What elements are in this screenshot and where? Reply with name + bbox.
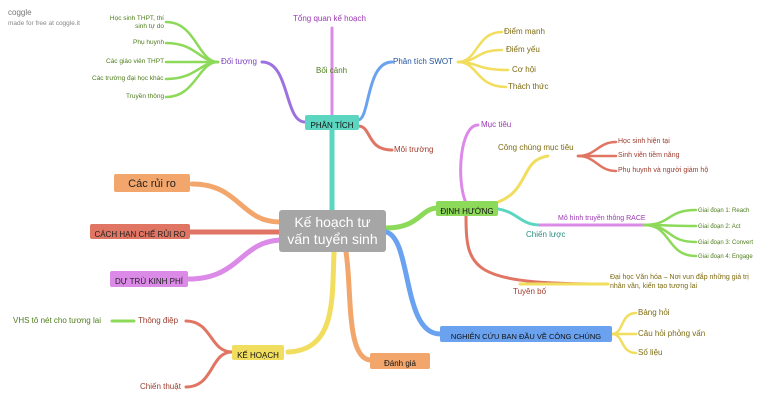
link-central-danhgia — [343, 249, 373, 363]
link-dinhhuong-chienluoc — [496, 207, 542, 227]
node-han-che-label: CÁCH HẠN CHẾ RỦI RO — [94, 230, 186, 239]
node-muc-tieu[interactable]: Mục tiêu — [481, 120, 512, 129]
nghien-cuu-item[interactable]: Bảng hỏi — [638, 308, 670, 317]
cong-chung-item[interactable]: Học sinh hiện tại — [618, 138, 670, 145]
node-chien-thuat[interactable]: Chiến thuật — [140, 382, 181, 391]
node-swot[interactable]: Phân tích SWOT — [393, 57, 454, 66]
link-central-nghiencuu — [383, 229, 443, 337]
node-tuyen-bo[interactable]: Tuyên bố — [513, 287, 547, 296]
coggle-logo: coggle — [8, 8, 32, 17]
doi-tuong-item[interactable]: Truyền thông — [126, 93, 165, 100]
node-du-tru[interactable]: DỰ TRÙ KINH PHÍ — [110, 271, 188, 287]
coggle-tagline: made for free at coggle.it — [8, 20, 80, 27]
node-cong-chung[interactable]: Công chúng mục tiêu — [498, 143, 574, 152]
node-nghien-cuu[interactable]: NGHIÊN CỨU BAN ĐẦU VỀ CÔNG CHÚNG — [440, 326, 612, 342]
node-ke-hoach[interactable]: KẾ HOẠCH — [232, 345, 284, 360]
link-congchung-1 — [576, 140, 618, 158]
swot-item[interactable]: Cơ hội — [512, 65, 536, 74]
node-rui-ro-label: Các rủi ro — [128, 178, 176, 190]
link-phantich-doituong — [260, 60, 307, 124]
link-kehoach-thongdiep — [184, 319, 234, 354]
node-nghien-cuu-label: NGHIÊN CỨU BAN ĐẦU VỀ CÔNG CHÚNG — [450, 332, 602, 341]
node-phan-tich-label: PHÂN TÍCH — [310, 121, 354, 130]
node-boi-canh[interactable]: Bối cảnh — [316, 66, 348, 75]
cong-chung-item[interactable]: Phụ huynh và người giám hộ — [618, 167, 709, 174]
race-item[interactable]: Giai đoạn 3: Convert — [698, 240, 754, 246]
link-swot-diemmanh — [456, 30, 504, 64]
node-moi-truong[interactable]: Môi trường — [394, 145, 434, 154]
link-doituong-hs — [164, 20, 220, 64]
node-chien-luoc[interactable]: Chiến lược — [526, 230, 566, 239]
race-item[interactable]: Giai đoạn 1: Reach — [698, 208, 750, 214]
node-danh-gia-label: Đánh giá — [383, 359, 417, 368]
node-race[interactable]: Mô hình truyền thông RACE — [558, 215, 646, 222]
link-central-kehoach — [285, 249, 337, 355]
link-swot-thachthuc — [456, 60, 508, 89]
node-doi-tuong[interactable]: Đối tượng — [221, 57, 257, 66]
node-vhs[interactable]: VHS tô nét cho tương lai — [13, 316, 101, 325]
coggle-branding: coggle made for free at coggle.it — [8, 8, 80, 27]
node-rui-ro[interactable]: Các rủi ro — [114, 174, 190, 192]
race-item[interactable]: Giai đoạn 2: Act — [698, 224, 741, 230]
swot-item[interactable]: Thách thức — [508, 82, 549, 91]
link-dinhhuong-muctieu — [459, 123, 480, 205]
doi-tuong-item[interactable]: Các giáo viên THPT — [106, 58, 165, 65]
tuyen-bo-statement[interactable]: Đại học Văn hóa – Nơi vun đắp những giá … — [610, 274, 749, 290]
cong-chung-item[interactable]: Sinh viên tiềm năng — [618, 152, 680, 159]
doi-tuong-item[interactable]: Phụ huynh — [133, 39, 165, 46]
link-doituong-tt — [164, 60, 220, 99]
race-item[interactable]: Giai đoạn 4: Engage — [698, 254, 753, 260]
swot-item[interactable]: Điểm yếu — [506, 45, 540, 54]
node-han-che[interactable]: CÁCH HẠN CHẾ RỦI RO — [90, 224, 190, 239]
doi-tuong-item[interactable]: Các trường đại học khác — [92, 75, 164, 82]
central-topic-label: Kế hoạch tư vấn tuyển sinh — [287, 214, 378, 247]
nghien-cuu-item[interactable]: Số liệu — [638, 348, 663, 357]
swot-item[interactable]: Điểm mạnh — [504, 27, 545, 36]
node-ke-hoach-label: KẾ HOẠCH — [237, 351, 279, 360]
link-central-ruiro — [189, 181, 283, 225]
node-dinh-huong-label: ĐỊNH HƯỚNG — [440, 207, 494, 216]
doi-tuong-item[interactable]: Học sinh THPT, thí sinh tự do — [109, 15, 164, 30]
link-nghiencuu-banghoi — [610, 311, 638, 336]
link-race-1 — [642, 208, 698, 227]
node-thong-diep[interactable]: Thông điệp — [138, 316, 179, 325]
node-tong-quan[interactable]: Tổng quan kế hoạch — [293, 14, 366, 23]
link-congchung-3 — [576, 154, 618, 173]
link-race-4 — [642, 223, 698, 258]
node-du-tru-label: DỰ TRÙ KINH PHÍ — [114, 277, 184, 286]
link-dinhhuong-congchung — [496, 154, 550, 204]
link-phantich-moitruong — [356, 124, 394, 152]
link-central-dutru — [185, 237, 283, 282]
node-phan-tich[interactable]: PHÂN TÍCH — [305, 115, 359, 130]
nghien-cuu-item[interactable]: Câu hỏi phỏng vấn — [638, 329, 706, 338]
link-nghiencuu-solieu — [610, 332, 638, 355]
link-phantich-swot — [356, 60, 394, 122]
link-central-dinhhuong — [383, 205, 441, 231]
node-dinh-huong[interactable]: ĐỊNH HƯỚNG — [436, 201, 498, 216]
central-topic[interactable]: Kế hoạch tư vấn tuyển sinh — [279, 210, 386, 252]
node-danh-gia[interactable]: Đánh giá — [370, 353, 430, 369]
link-kehoach-chienthuat — [184, 350, 234, 389]
